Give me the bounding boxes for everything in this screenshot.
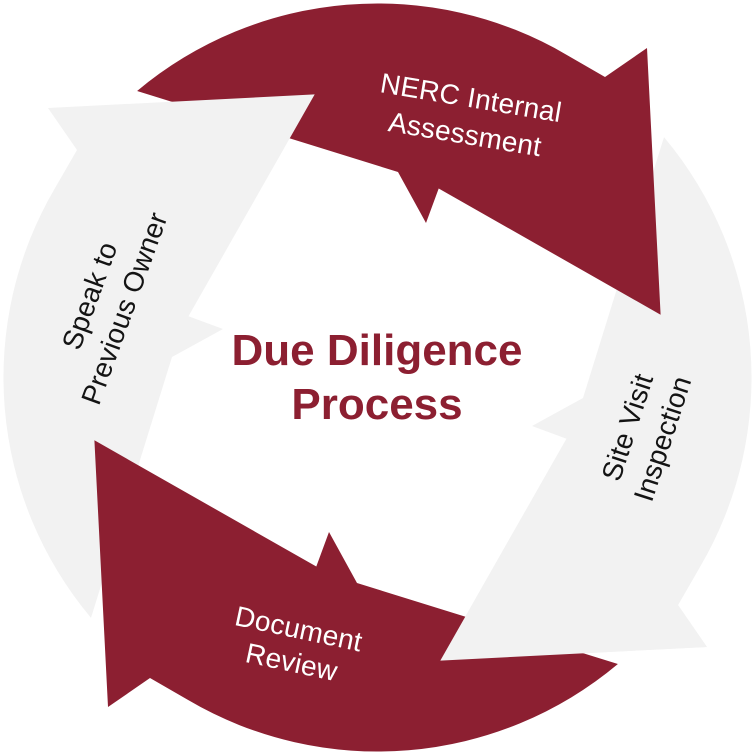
arrow-top-nerc-assessment bbox=[137, 3, 661, 315]
arrow-bottom-document-review bbox=[94, 440, 618, 752]
diagram-title-line: Due Diligence bbox=[231, 326, 523, 375]
diagram-title: Due Diligence Process bbox=[232, 324, 523, 432]
diagram-title-line: Process bbox=[291, 380, 463, 429]
arrow-left-speak-owner bbox=[3, 94, 315, 618]
arrow-right-head bbox=[440, 438, 707, 661]
